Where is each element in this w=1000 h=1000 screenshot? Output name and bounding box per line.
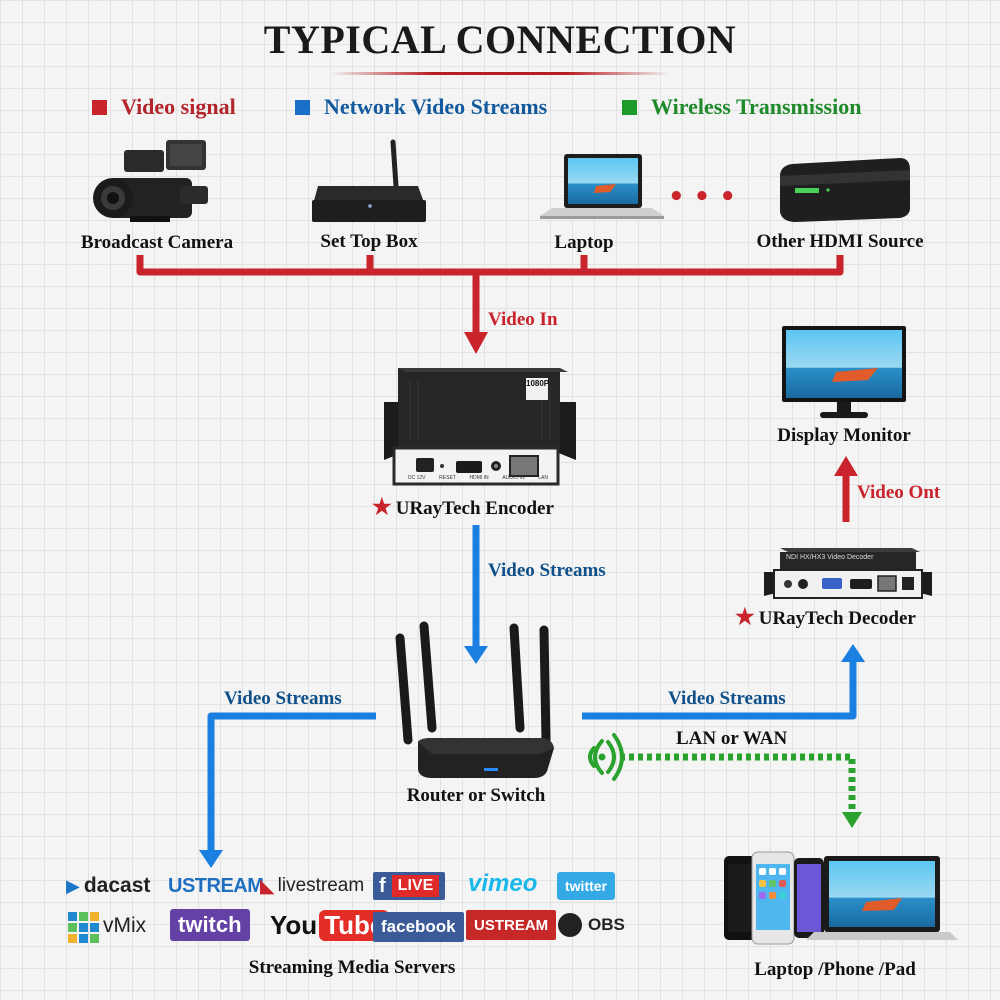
port-label: HDMI IN	[469, 475, 489, 481]
video-streams-right-label: Video Streams	[668, 688, 786, 709]
more-sources-dots: • • •	[668, 182, 736, 212]
vmix-logo-mark	[68, 912, 99, 943]
devices-label: Laptop /Phone /Pad	[754, 959, 916, 980]
red-square-icon	[92, 99, 107, 115]
twitch-logo: twitch	[170, 909, 250, 941]
encoder-to-router-arrowhead	[464, 646, 488, 664]
decoder-top-text: NDI HX/HX3 Video Decoder	[786, 554, 874, 561]
encoder-label-row: ★URayTech Encoder	[372, 494, 554, 520]
video-signal-bus	[136, 255, 844, 336]
set-top-box-icon	[312, 139, 426, 222]
laptop-icon	[540, 154, 664, 219]
mobile-devices-icon	[724, 851, 958, 945]
lan-wan-label: LAN or WAN	[676, 728, 788, 749]
video-in-label: Video In	[488, 309, 558, 330]
video-out-label: Video Ont	[857, 482, 941, 503]
encoder-port-labels: DC 12V RESET HDMI IN AUDIO IN LAN	[408, 475, 548, 481]
encoder-device-icon	[384, 368, 576, 486]
dacast-logo: ▶dacast	[66, 874, 151, 897]
camera-label: Broadcast Camera	[80, 232, 234, 253]
dacast-mark-icon: ▶	[66, 875, 80, 896]
router-to-servers-arrowhead	[199, 850, 223, 868]
legend-label: Video signal	[121, 94, 236, 119]
port-label: LAN	[538, 475, 548, 481]
encoder-label: URayTech Encoder	[395, 498, 554, 519]
router-label: Router or Switch	[406, 785, 546, 806]
encoder-badge-box	[526, 378, 548, 400]
port-label: AUDIO IN	[502, 475, 525, 481]
router-to-decoder-line	[582, 660, 857, 720]
hdmi-source-label: Other HDMI Source	[756, 231, 924, 252]
wireless-line	[620, 753, 856, 812]
wifi-signal-icon	[588, 733, 624, 781]
router-to-decoder-arrowhead	[841, 644, 865, 662]
monitor-label: Display Monitor	[777, 425, 911, 446]
star-icon: ★	[372, 494, 392, 519]
livestream-logo: ◣livestream	[260, 875, 365, 897]
wireless-arrowhead	[842, 812, 862, 828]
video-in-arrowhead	[464, 332, 488, 354]
streaming-servers-label: Streaming Media Servers	[248, 957, 456, 978]
legend-video-signal: Video signal	[92, 94, 236, 120]
vimeo-logo: vimeo	[468, 870, 538, 897]
legend-label: Network Video Streams	[324, 94, 548, 119]
port-label: DC 12V	[408, 475, 426, 481]
legend-wireless: Wireless Transmission	[622, 94, 861, 120]
blue-square-icon	[295, 99, 310, 115]
green-square-icon	[622, 99, 637, 115]
set-top-box-label: Set Top Box	[320, 231, 418, 252]
legend-network-streams: Network Video Streams	[295, 94, 547, 120]
router-icon	[395, 621, 554, 778]
router-to-servers-line	[207, 712, 376, 852]
legend-label: Wireless Transmission	[651, 94, 862, 119]
display-monitor-icon	[782, 326, 906, 418]
video-out-arrowhead	[834, 456, 858, 476]
encoder-badge: 1080P	[526, 379, 550, 388]
decoder-label: URayTech Decoder	[758, 608, 916, 629]
ustream-logo: USTREAM	[168, 874, 264, 897]
video-streams-down-label: Video Streams	[488, 560, 606, 581]
page-title: TYPICAL CONNECTION	[263, 17, 737, 62]
facebook-logo: facebook	[373, 912, 464, 942]
twitter-logo: twitter	[557, 872, 615, 900]
star-icon: ★	[735, 604, 755, 629]
hdmi-source-icon	[780, 158, 910, 222]
laptop-label: Laptop	[554, 232, 614, 253]
title-underline	[330, 72, 670, 75]
vmix-logo: vMix	[103, 914, 147, 937]
obs-logo: OBS	[558, 910, 625, 940]
obs-mark-icon	[558, 913, 582, 937]
video-streams-left-label: Video Streams	[224, 688, 342, 709]
broadcast-camera-icon	[93, 140, 208, 222]
decoder-device-icon	[764, 548, 932, 599]
decoder-label-row: ★URayTech Decoder	[735, 604, 916, 630]
ustream-tv-logo: USTREAM	[466, 910, 557, 940]
port-label: RESET	[439, 475, 456, 481]
livestream-mark-icon: ◣	[260, 875, 275, 897]
